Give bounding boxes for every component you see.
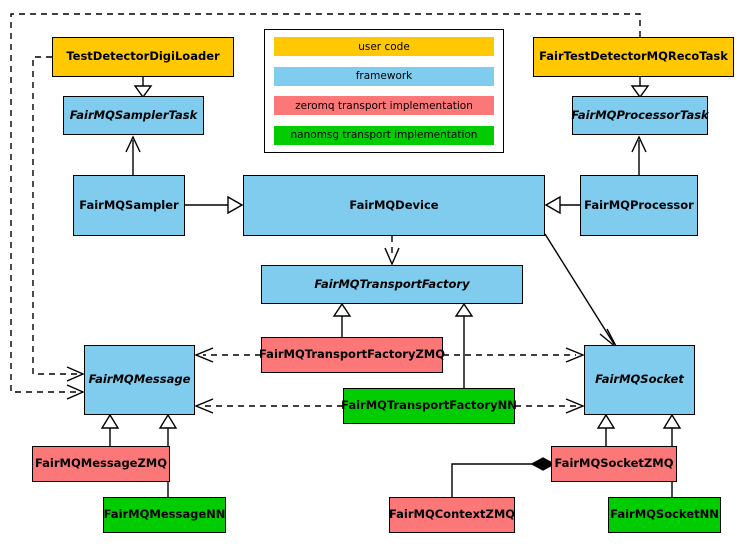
class-node-label: FairMQTransportFactory bbox=[314, 276, 470, 291]
class-node-fairtestdetectormqrecotask[interactable]: FairTestDetectorMQRecoTask bbox=[533, 37, 734, 77]
legend: user code framework zeromq transport imp… bbox=[264, 29, 504, 153]
edge-socketzmq-socket bbox=[596, 413, 616, 446]
edge-sampler-device bbox=[185, 195, 244, 215]
edge-transportfactorynn-socket bbox=[515, 398, 585, 414]
class-node-testdetectordigiloader[interactable]: TestDetectorDigiLoader bbox=[52, 37, 234, 77]
class-node-fairmqtransportfactory[interactable]: FairMQTransportFactory bbox=[261, 265, 523, 304]
class-node-fairmqprocessor[interactable]: FairMQProcessor bbox=[580, 175, 698, 236]
class-node-label: FairMQProcessorTask bbox=[571, 107, 709, 122]
legend-item-label: nanomsg transport implementation bbox=[290, 129, 478, 142]
class-node-fairmqsampler[interactable]: FairMQSampler bbox=[73, 175, 185, 236]
class-node-fairmqcontextzmq[interactable]: FairMQContextZMQ bbox=[389, 497, 515, 533]
class-node-fairmqmessagezmq[interactable]: FairMQMessageZMQ bbox=[32, 446, 170, 482]
edge-contextzmq-socketzmq bbox=[451, 457, 556, 497]
class-node-label: TestDetectorDigiLoader bbox=[66, 49, 220, 64]
edge-processor-device bbox=[544, 195, 580, 215]
class-node-fairmqtransportfactorynn[interactable]: FairMQTransportFactoryNN bbox=[341, 388, 517, 424]
class-node-label: FairMQSocket bbox=[595, 372, 684, 387]
edge-transportfactoryzmq-transportfactory bbox=[332, 302, 352, 337]
edge-transportfactorynn-transportfactory bbox=[454, 302, 474, 388]
legend-item-zeromq: zeromq transport implementation bbox=[274, 96, 494, 116]
edge-device-socket bbox=[544, 233, 618, 349]
class-node-fairmqdevice[interactable]: FairMQDevice bbox=[243, 175, 545, 236]
legend-item-user-code: user code bbox=[274, 37, 494, 56]
edge-processor-processortask bbox=[631, 135, 647, 175]
class-node-label: FairTestDetectorMQRecoTask bbox=[539, 49, 728, 64]
class-node-fairmqsocketzmq[interactable]: FairMQSocketZMQ bbox=[551, 446, 677, 482]
class-node-label: FairMQSampler bbox=[79, 197, 179, 212]
edge-messagezmq-message bbox=[100, 413, 120, 446]
class-node-fairmqmessagenn[interactable]: FairMQMessageNN bbox=[103, 497, 226, 533]
class-node-label: FairMQContextZMQ bbox=[388, 507, 516, 522]
class-node-label: FairMQProcessor bbox=[584, 197, 694, 212]
edge-transportfactorynn-message bbox=[194, 398, 343, 414]
class-node-fairmqsocket[interactable]: FairMQSocket bbox=[584, 345, 695, 415]
class-node-label: FairMQSocketZMQ bbox=[554, 456, 674, 471]
edge-transportfactoryzmq-message bbox=[194, 347, 261, 363]
class-node-label: FairMQSamplerTask bbox=[69, 107, 198, 122]
edge-digiloader-message bbox=[32, 56, 85, 382]
edge-sampler-samplertask bbox=[125, 135, 141, 175]
class-node-label: FairMQMessage bbox=[88, 372, 191, 387]
class-node-label: FairMQDevice bbox=[349, 197, 439, 212]
edge-transportfactoryzmq-socket bbox=[443, 347, 585, 363]
legend-item-label: user code bbox=[358, 40, 410, 53]
legend-item-framework: framework bbox=[274, 66, 494, 86]
legend-item-label: zeromq transport implementation bbox=[295, 99, 473, 112]
class-node-fairmqprocessortask[interactable]: FairMQProcessorTask bbox=[571, 96, 709, 135]
class-node-fairmqsamplertask[interactable]: FairMQSamplerTask bbox=[63, 96, 204, 135]
edge-digiloader-samplertask bbox=[133, 77, 153, 99]
legend-item-label: framework bbox=[355, 70, 413, 83]
class-node-fairmqmessage[interactable]: FairMQMessage bbox=[84, 345, 195, 415]
class-node-fairmqsocketnn[interactable]: FairMQSocketNN bbox=[608, 497, 721, 533]
class-node-label: FairMQTransportFactoryNN bbox=[341, 398, 517, 413]
edge-device-transportfactory bbox=[384, 236, 400, 266]
class-node-label: FairMQSocketNN bbox=[610, 507, 719, 522]
edge-recotask-processortask bbox=[630, 77, 650, 99]
edge-recotask-message bbox=[10, 13, 641, 400]
legend-item-nanomsg: nanomsg transport implementation bbox=[274, 125, 494, 145]
class-node-label: FairMQMessageNN bbox=[103, 507, 226, 522]
class-node-label: FairMQMessageZMQ bbox=[34, 456, 168, 471]
class-node-label: FairMQTransportFactoryZMQ bbox=[259, 347, 446, 362]
class-node-fairmqtransportfactoryzmq[interactable]: FairMQTransportFactoryZMQ bbox=[259, 337, 446, 373]
